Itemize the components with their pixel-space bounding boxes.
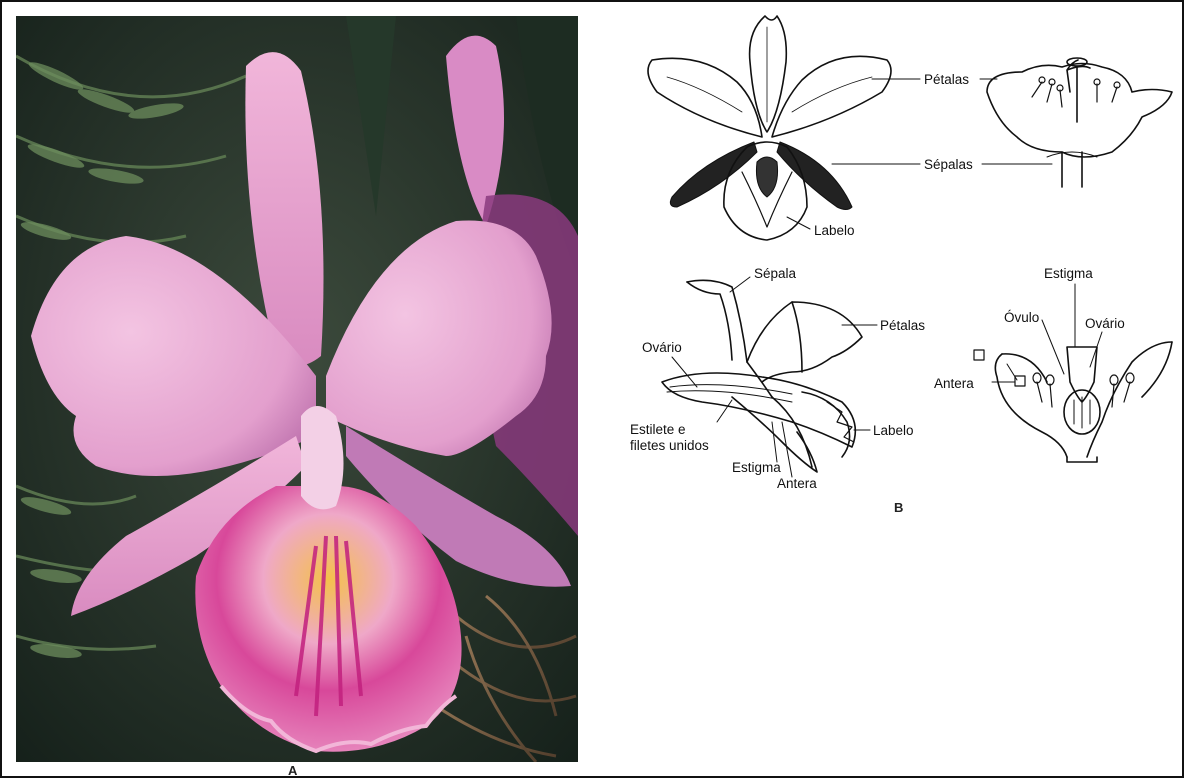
flower-section-drawing	[974, 342, 1172, 462]
generic-flower-drawing	[987, 58, 1172, 187]
label-side-sepala: Sépala	[754, 266, 796, 281]
label-section-ovario: Ovário	[1085, 316, 1125, 331]
label-side-ovario: Ovário	[642, 340, 682, 355]
label-side-labelo: Labelo	[873, 423, 914, 438]
panel-label-b: B	[894, 500, 903, 515]
label-section-ovulo: Óvulo	[1004, 310, 1039, 325]
front-view-drawing	[648, 16, 891, 240]
label-side-estilete-line1: Estilete e	[630, 422, 686, 437]
label-front-labelo: Labelo	[814, 223, 855, 238]
label-section-antera: Antera	[934, 376, 974, 391]
label-side-petalas: Pétalas	[880, 318, 925, 333]
label-front-sepalas: Sépalas	[924, 157, 973, 172]
leader-lines	[672, 79, 1102, 477]
label-side-estigma: Estigma	[732, 460, 781, 475]
label-side-antera: Antera	[777, 476, 817, 491]
label-front-petalas: Pétalas	[924, 72, 969, 87]
label-side-estilete-line2: filetes unidos	[630, 438, 709, 453]
label-section-estigma: Estigma	[1044, 266, 1093, 281]
